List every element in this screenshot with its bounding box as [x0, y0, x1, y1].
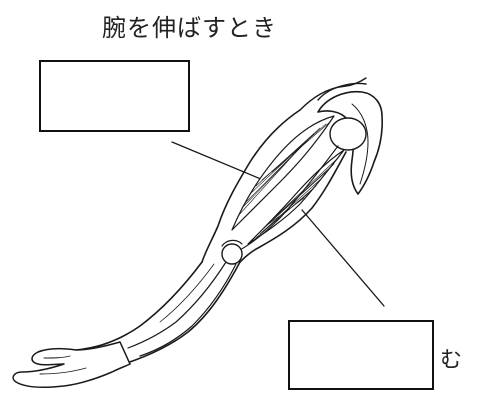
elbow-cap [221, 239, 243, 247]
pointer-line-upper [171, 141, 269, 183]
radius-bone [127, 261, 227, 349]
pointer-line-lower [301, 209, 385, 307]
humerus-bone [235, 145, 339, 253]
triceps-muscle [231, 115, 335, 231]
ulna-bone [139, 263, 237, 357]
humerus-head [329, 117, 367, 151]
upper-arm-top-contour [201, 109, 301, 263]
diagram-title: 腕を伸ばすとき [102, 14, 277, 42]
forearm-top-contour [75, 261, 203, 351]
answer-suffix: む [440, 348, 463, 373]
forearm-muscle-line [159, 263, 215, 323]
answer-box-lower-muscle[interactable] [288, 320, 434, 390]
shoulder-contour [299, 77, 367, 111]
hand-finger-line [39, 367, 87, 375]
answer-box-upper-muscle[interactable] [39, 60, 190, 132]
elbow-joint [221, 243, 243, 265]
scapula-detail [351, 103, 369, 185]
hand-thumb-line [43, 355, 71, 359]
upper-arm-bottom-contour [239, 151, 347, 263]
hand-outline [12, 341, 131, 388]
muscle-fibers [237, 121, 339, 239]
